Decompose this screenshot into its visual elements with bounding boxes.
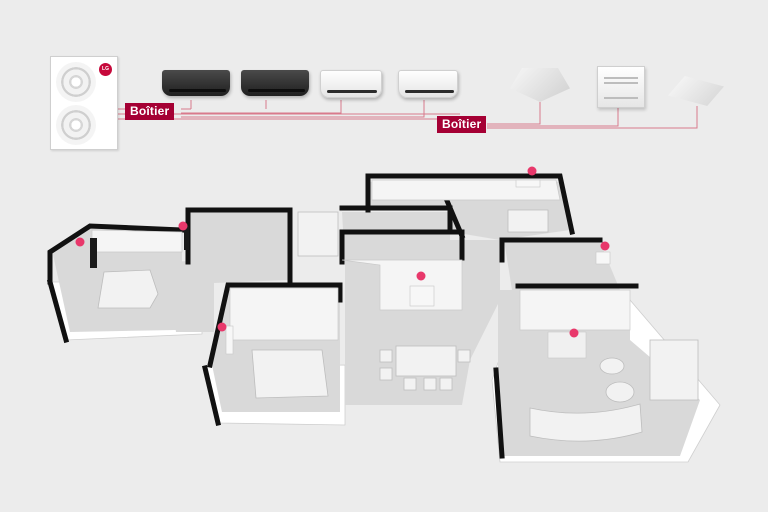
room-marker xyxy=(75,237,85,247)
room-marker xyxy=(569,328,579,338)
fan-icon xyxy=(56,105,96,145)
indoor-wall-unit-light xyxy=(398,70,458,98)
indoor-wall-unit-light xyxy=(320,70,382,98)
room-marker xyxy=(217,322,227,332)
room-markers xyxy=(75,166,610,338)
outdoor-unit: LG xyxy=(50,56,118,150)
indoor-wall-unit-dark xyxy=(241,70,309,96)
boitier-label: Boîtier xyxy=(125,103,175,120)
room-marker xyxy=(527,166,537,176)
indoor-console-unit xyxy=(597,66,645,108)
boitier-label: Boîtier xyxy=(437,116,487,133)
fan-icon xyxy=(56,62,96,102)
room-marker xyxy=(600,241,610,251)
room-marker xyxy=(416,271,426,281)
lg-logo: LG xyxy=(99,63,112,76)
indoor-wall-unit-dark xyxy=(162,70,230,96)
room-marker xyxy=(178,221,188,231)
